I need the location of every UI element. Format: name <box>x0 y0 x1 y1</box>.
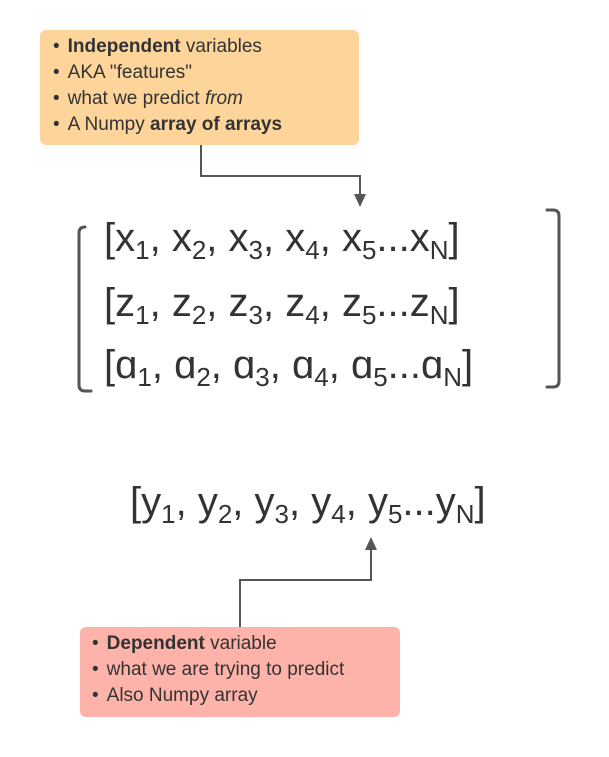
open-bracket: [ <box>104 281 116 325</box>
matrix-right-bracket <box>545 208 561 389</box>
close-bracket: ] <box>448 216 460 260</box>
subscript: 3 <box>248 300 263 330</box>
independent-item-1: Independent variables <box>53 34 359 60</box>
symbol: ɑ <box>291 343 315 387</box>
subscript: 4 <box>305 300 320 330</box>
subscript: 5 <box>387 499 403 529</box>
independent-item-2-text: AKA "features" <box>67 62 193 83</box>
ellipsis: ... <box>376 281 410 325</box>
symbol: ɑ <box>115 343 138 387</box>
open-bracket: [ <box>104 343 116 387</box>
symbol: y <box>254 480 275 524</box>
dependent-variable-note: Dependent variable what we are trying to… <box>80 627 400 717</box>
dependent-list: Dependent variable what we are trying to… <box>92 631 400 709</box>
top-connector-line <box>200 145 361 196</box>
subscript: 1 <box>137 362 152 392</box>
subscript: 5 <box>361 300 377 330</box>
subscript: 1 <box>135 300 150 330</box>
dependent-item-1-text: variable <box>204 633 277 654</box>
symbol: x <box>285 216 306 260</box>
independent-list: Independent variables AKA "features" wha… <box>53 34 359 138</box>
symbol: ɑ <box>350 343 374 387</box>
subscript: 2 <box>191 235 207 265</box>
symbol: z <box>409 281 430 325</box>
independent-item-3: what we predict from <box>53 86 359 112</box>
top-arrowhead-icon <box>354 194 366 207</box>
matrix-left-bracket <box>77 225 93 393</box>
symbol: x <box>171 216 192 260</box>
independent-item-1-text: variables <box>180 36 262 57</box>
subscript: 5 <box>361 235 377 265</box>
dependent-item-1: Dependent variable <box>92 631 400 657</box>
symbol: z <box>285 281 306 325</box>
dependent-item-3: Also Numpy array <box>92 683 400 709</box>
subscript: 5 <box>373 362 388 392</box>
bottom-connector-line <box>239 548 372 627</box>
symbol: z <box>228 281 249 325</box>
dependent-item-2-text: what we are trying to predict <box>106 659 345 680</box>
symbol: y <box>367 480 388 524</box>
independent-item-3-text: what we predict <box>67 88 205 109</box>
independent-item-3-italic: from <box>204 88 243 109</box>
independent-bold: Independent <box>67 36 181 57</box>
subscript: 4 <box>314 362 329 392</box>
open-bracket: [ <box>130 480 142 524</box>
close-bracket: ] <box>448 281 460 325</box>
subscript: 1 <box>135 235 150 265</box>
symbol: x <box>341 216 362 260</box>
symbol: z <box>115 281 136 325</box>
subscript: 1 <box>161 499 176 529</box>
subscript: 3 <box>255 362 270 392</box>
subscript: 3 <box>274 499 289 529</box>
independent-variables-note: Independent variables AKA "features" wha… <box>40 30 359 145</box>
feature-row-z: [z1, z2, z3, z4, z5...zN] <box>104 281 460 330</box>
subscript: 3 <box>248 235 263 265</box>
symbol: ɑ <box>233 343 256 387</box>
close-bracket: ] <box>474 480 486 524</box>
symbol: ɑ <box>421 343 444 387</box>
independent-item-2: AKA "features" <box>53 60 359 86</box>
close-bracket: ] <box>462 343 474 387</box>
symbol: y <box>311 480 332 524</box>
subscript: 2 <box>191 300 207 330</box>
symbol: y <box>141 480 162 524</box>
subscript: 4 <box>331 499 346 529</box>
subscript: N <box>443 362 463 392</box>
symbol: y <box>435 480 456 524</box>
target-array-y: [y1, y2, y3, y4, y5...yN] <box>130 480 486 529</box>
symbol: z <box>341 281 362 325</box>
symbol: z <box>171 281 192 325</box>
ellipsis: ... <box>402 480 436 524</box>
subscript: N <box>429 300 449 330</box>
ellipsis: ... <box>387 343 421 387</box>
symbol: x <box>409 216 430 260</box>
subscript: 4 <box>305 235 320 265</box>
independent-item-4-text: A Numpy <box>67 114 151 135</box>
feature-row-x: [x1, x2, x3, x4, x5...xN] <box>104 216 460 265</box>
symbol: y <box>197 480 218 524</box>
dependent-item-2: what we are trying to predict <box>92 657 400 683</box>
subscript: N <box>455 499 475 529</box>
symbol: ɑ <box>174 343 197 387</box>
subscript: N <box>429 235 449 265</box>
dependent-item-3-text: Also Numpy array <box>106 685 258 706</box>
independent-item-4-bold: array of arrays <box>150 114 283 135</box>
symbol: x <box>228 216 249 260</box>
independent-item-4: A Numpy array of arrays <box>53 112 359 138</box>
symbol: x <box>115 216 136 260</box>
ellipsis: ... <box>376 216 410 260</box>
open-bracket: [ <box>104 216 116 260</box>
dependent-bold: Dependent <box>106 633 205 654</box>
subscript: 2 <box>217 499 233 529</box>
feature-row-a: [ɑ1, ɑ2, ɑ3, ɑ4, ɑ5...ɑN] <box>104 343 474 392</box>
bottom-arrowhead-icon <box>365 537 377 550</box>
subscript: 2 <box>196 362 211 392</box>
